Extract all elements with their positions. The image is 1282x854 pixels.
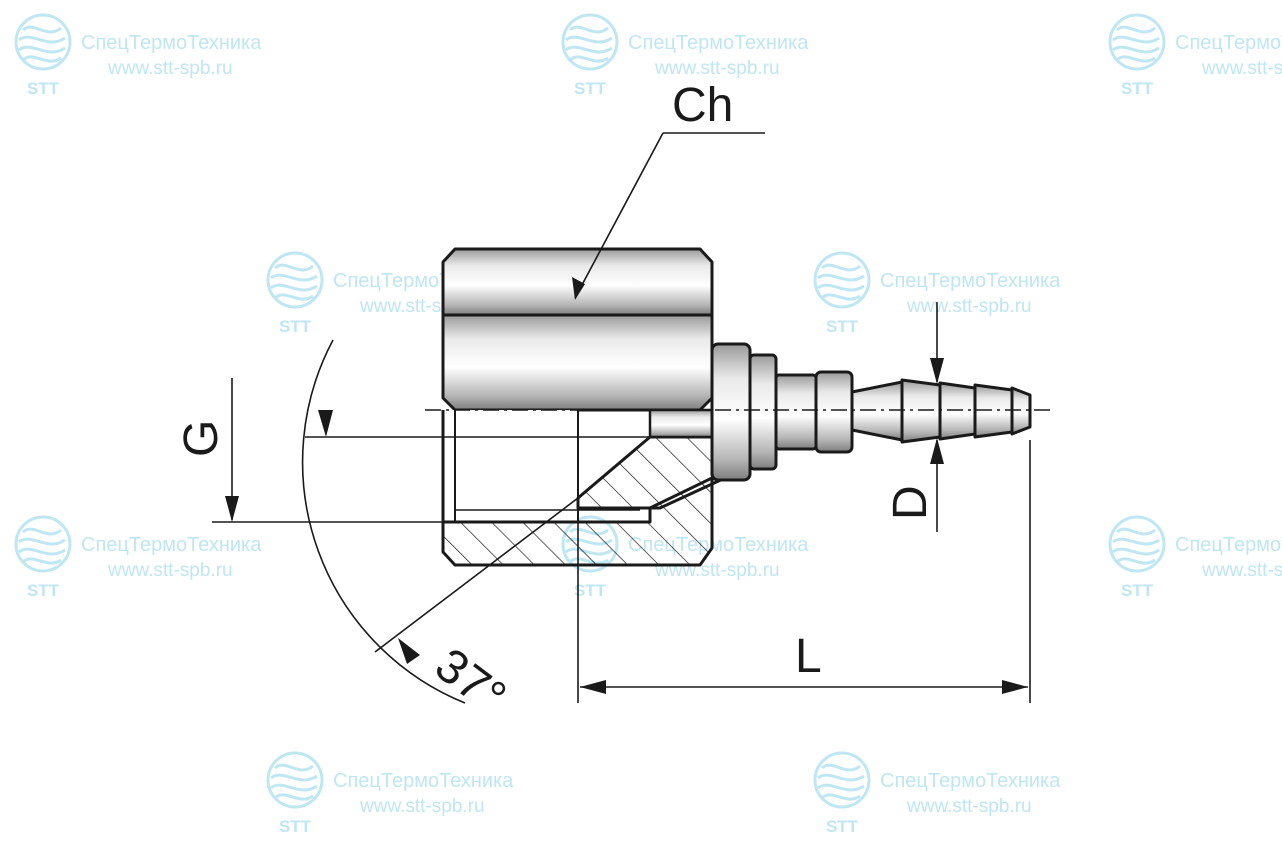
watermark-brand: СпецТермоТехника [81,32,262,54]
stt-logo-icon [14,13,72,71]
hex-size-dimension [572,132,765,300]
thread-dimension [212,378,650,523]
watermark-logo-text: STT [27,79,60,98]
thread-label: G [175,420,228,457]
watermark-url: www.stt-spb.ru [1201,58,1282,79]
watermark-logo-text: STT [27,581,60,600]
stt-logo-icon [813,251,871,309]
watermark-brand: СпецТермоТехника [81,534,262,556]
watermark-brand: СпецТермоТехника [880,770,1061,792]
watermark: STT СпецТермоТехника www.stt-spb.ru [1108,13,1282,98]
angle-dimension [301,339,579,704]
watermark-logo-text: STT [1121,581,1154,600]
watermark: STT СпецТермоТехника www.stt-spb.ru [1108,515,1282,600]
length-label: L [795,630,822,683]
watermark-brand: СпецТермоТехника [880,270,1061,292]
hex-size-label: Ch [672,79,733,132]
watermark-logo-text: STT [574,581,607,600]
nut-section [441,408,734,567]
stt-logo-icon [561,13,619,71]
watermark: STT СпецТермоТехника www.stt-spb.ru [14,515,262,600]
stt-logo-icon [1108,13,1166,71]
diameter-label: D [884,485,937,520]
watermark-logo-text: STT [279,317,312,336]
hex-nut-body [441,247,714,412]
watermark: STT СпецТермоТехника www.stt-spb.ru [813,751,1061,836]
stt-logo-icon [266,251,324,309]
watermark: STT СпецТермоТехника www.stt-spb.ru [561,13,809,98]
stt-logo-icon [266,751,324,809]
length-dimension [577,440,1031,703]
watermark-url: www.stt-spb.ru [906,796,1032,817]
stt-logo-icon [1108,515,1166,573]
watermark: STT СпецТермоТехника www.stt-spb.ru [813,251,1061,336]
watermark-brand: СпецТермоТехника [628,32,809,54]
watermark-url: www.stt-spb.ru [1201,560,1282,581]
watermark-url: www.stt-spb.ru [359,796,485,817]
watermark-url: www.stt-spb.ru [107,58,233,79]
diameter-dimension [930,302,944,532]
watermark-url: www.stt-spb.ru [107,560,233,581]
watermark-logo-text: STT [279,817,312,836]
watermark-brand: СпецТермоТехника [1175,32,1282,54]
hose-barb [710,342,1032,482]
watermark-url: www.stt-spb.ru [654,58,780,79]
watermark-logo-text: STT [826,817,859,836]
watermark: STT СпецТермоТехника www.stt-spb.ru [266,751,514,836]
stt-logo-icon [14,515,72,573]
watermark-logo-text: STT [1121,79,1154,98]
watermark-brand: СпецТермоТехника [333,770,514,792]
angle-label: 37° [425,638,515,724]
watermark-logo-text: STT [826,317,859,336]
stt-logo-icon [813,751,871,809]
watermark: STT СпецТермоТехника www.stt-spb.ru [14,13,262,98]
watermark-brand: СпецТермоТехника [1175,534,1282,556]
watermark-logo-text: STT [574,79,607,98]
watermark-url: www.stt-spb.ru [906,296,1032,317]
